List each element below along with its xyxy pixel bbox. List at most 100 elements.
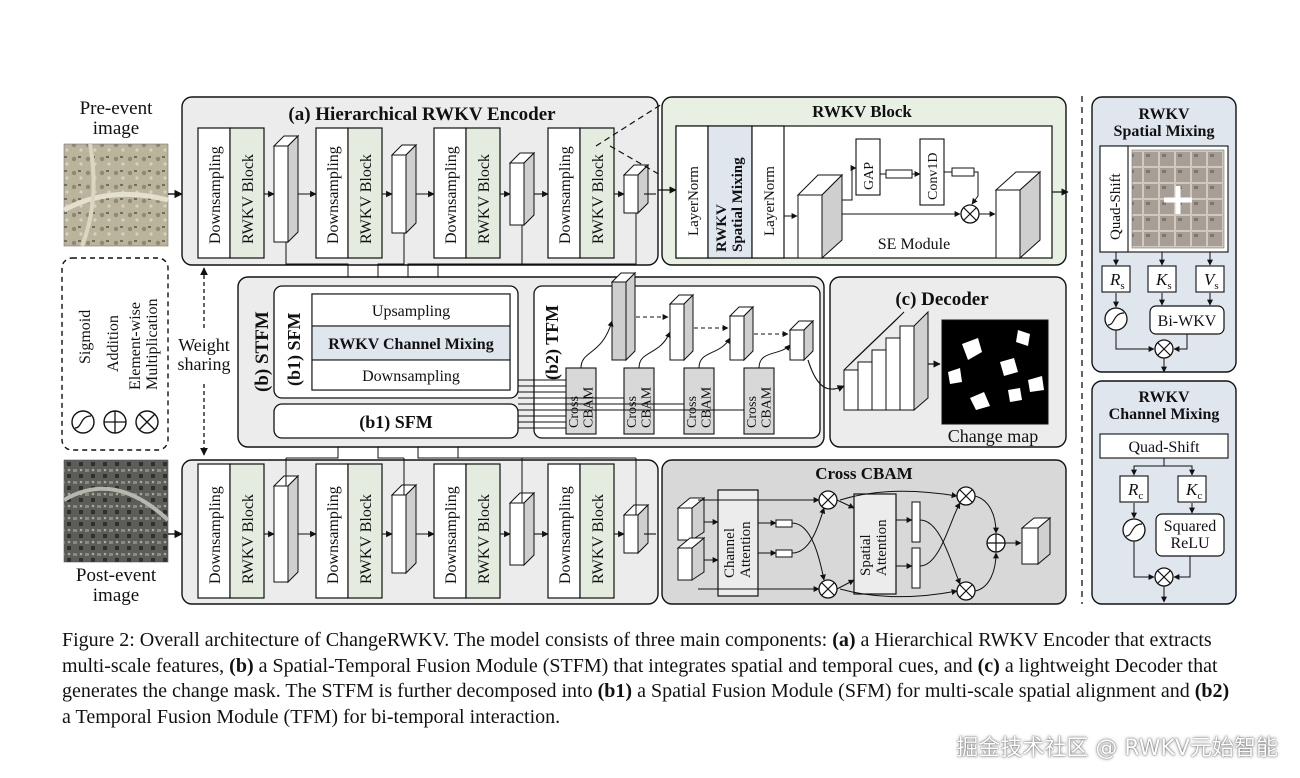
caption-part: Figure 2: Overall architecture of Change…	[62, 629, 833, 651]
cbam-mult-3	[956, 486, 976, 506]
rwkv-block-box	[347, 463, 383, 599]
downsampling-label: Downsampling	[557, 486, 574, 584]
upsampling-label: Upsampling	[372, 303, 450, 320]
legend-addition: Addition	[105, 315, 122, 372]
cbam-arrows	[698, 490, 1022, 598]
rwkv-block-label: RWKV Block	[358, 494, 375, 584]
legend-text: Sigmoid Addition Element-wiseMultiplicat…	[77, 298, 161, 390]
caption-bold: (a)	[832, 629, 856, 651]
legend-sigmoid: Sigmoid	[77, 310, 94, 364]
tfm-feature	[611, 281, 627, 361]
spatial-sigmoid-icon	[1104, 307, 1128, 331]
spatial-mixing-label: RWKVSpatial Mixing	[714, 157, 746, 252]
shift-cross-icon	[1164, 186, 1192, 214]
tfm-feature-side	[625, 271, 636, 362]
skip-connection	[285, 242, 351, 287]
cbam-mult-4	[956, 581, 976, 601]
rwkv-block-box	[465, 463, 501, 599]
projection-box	[1147, 265, 1177, 293]
channel-mult-icon	[1154, 567, 1174, 587]
sfm-to-tfm-lines	[518, 379, 744, 429]
tfm-arrow	[758, 344, 791, 369]
cbam-input-cubes	[676, 496, 706, 581]
channel-attention-label: ChannelAttention	[722, 521, 754, 578]
gap-box	[855, 138, 881, 196]
tfm-feature	[789, 329, 805, 361]
channel-mixing-box	[311, 325, 511, 361]
projection-box	[1101, 265, 1131, 293]
sfm-bottom-box	[273, 403, 519, 439]
rwkv-block-label: RWKV Block	[590, 494, 607, 584]
gap-label: GAP	[862, 162, 877, 190]
rwkv-block-box	[229, 127, 265, 259]
downsampling-box	[197, 463, 231, 599]
sa-map-1	[911, 501, 921, 543]
se-module-label: SE Module	[878, 236, 950, 253]
rwkv-block-label: RWKV Block	[476, 154, 493, 244]
upsampling-box	[311, 293, 511, 327]
tfm-feature	[729, 315, 745, 361]
tfm-arrow	[580, 320, 614, 369]
change-map-label: Change map	[948, 426, 1038, 446]
skip-connection	[435, 213, 637, 287]
downsampling-label: Downsampling	[207, 486, 224, 584]
channel-attention-box	[717, 489, 759, 597]
rwkv-block-label: RWKV Block	[358, 154, 375, 244]
downsampling-label: Downsampling	[557, 146, 574, 244]
downsampling-box	[433, 463, 467, 599]
post-event-image	[63, 459, 169, 563]
tfm-feature-side	[683, 293, 694, 362]
caption-bold: (c)	[977, 654, 1000, 677]
sigmoid-icon	[71, 410, 95, 434]
spatial-panel-arrows	[1113, 252, 1213, 373]
spatial-mixing-box	[707, 125, 753, 259]
layernorm-2	[751, 125, 785, 259]
se-input-cube	[796, 173, 844, 260]
downsampling-label: Downsampling	[443, 486, 460, 584]
rwkv-block-box	[347, 127, 383, 259]
caption-bold: (b2)	[1194, 680, 1230, 702]
tfm-feature	[669, 303, 685, 361]
downsampling-box	[433, 127, 467, 259]
caption-part: a Hierarchical RWKV Encoder that extract…	[62, 629, 1212, 677]
layernorm-1-label: LayerNorm	[686, 166, 702, 236]
cbam-mult-1	[818, 490, 838, 510]
decoder-stack	[843, 310, 929, 412]
cbam-mult-2	[818, 579, 838, 599]
rwkv-block-label: RWKV Block	[240, 154, 257, 244]
downsampling-label: Downsampling	[325, 486, 342, 584]
cbam-output-cube	[1020, 516, 1052, 566]
spatial-attention-box	[853, 493, 897, 595]
downsampling-label: Downsampling	[207, 146, 224, 244]
caption-part: a Temporal Fusion Module (TFM) for bi-te…	[62, 705, 561, 728]
ca-vec-1	[775, 519, 793, 528]
sfm-bottom-label: (b1) SFM	[359, 412, 433, 433]
quad-shift-spatial-label: Quad-Shift	[1108, 173, 1124, 240]
stfm-downsampling-box	[311, 359, 511, 391]
feature-map	[623, 174, 639, 214]
change-map-blobs	[948, 330, 1044, 410]
rwkv-block-label: RWKV Block	[590, 154, 607, 244]
encoder-top-stages: Downsampling RWKV Block Downsampling RWKV B…	[197, 127, 656, 287]
cross-cbam-label: CrossCBAM	[745, 386, 775, 428]
feature-map-side	[637, 503, 649, 555]
caption-part: a Spatial Fusion Module (SFM) for multi-…	[632, 680, 1195, 702]
multiply-icon	[135, 410, 159, 434]
stfm-downsampling-label: Downsampling	[362, 368, 460, 385]
spatial-mult-icon	[1154, 339, 1174, 359]
decoder-title: (c) Decoder	[895, 289, 989, 310]
cross-cbam-box	[743, 367, 775, 435]
rwkv-block-box	[229, 463, 265, 599]
biwkv-label: Bi-WKV	[1158, 313, 1217, 330]
downsampling-label: Downsampling	[325, 146, 342, 244]
projection-box	[1195, 265, 1225, 293]
feature-map-side	[405, 483, 417, 575]
feature-map-side	[287, 134, 299, 244]
caption-bold: (b)	[229, 654, 254, 677]
conv1d-label: Conv1D	[926, 153, 941, 200]
